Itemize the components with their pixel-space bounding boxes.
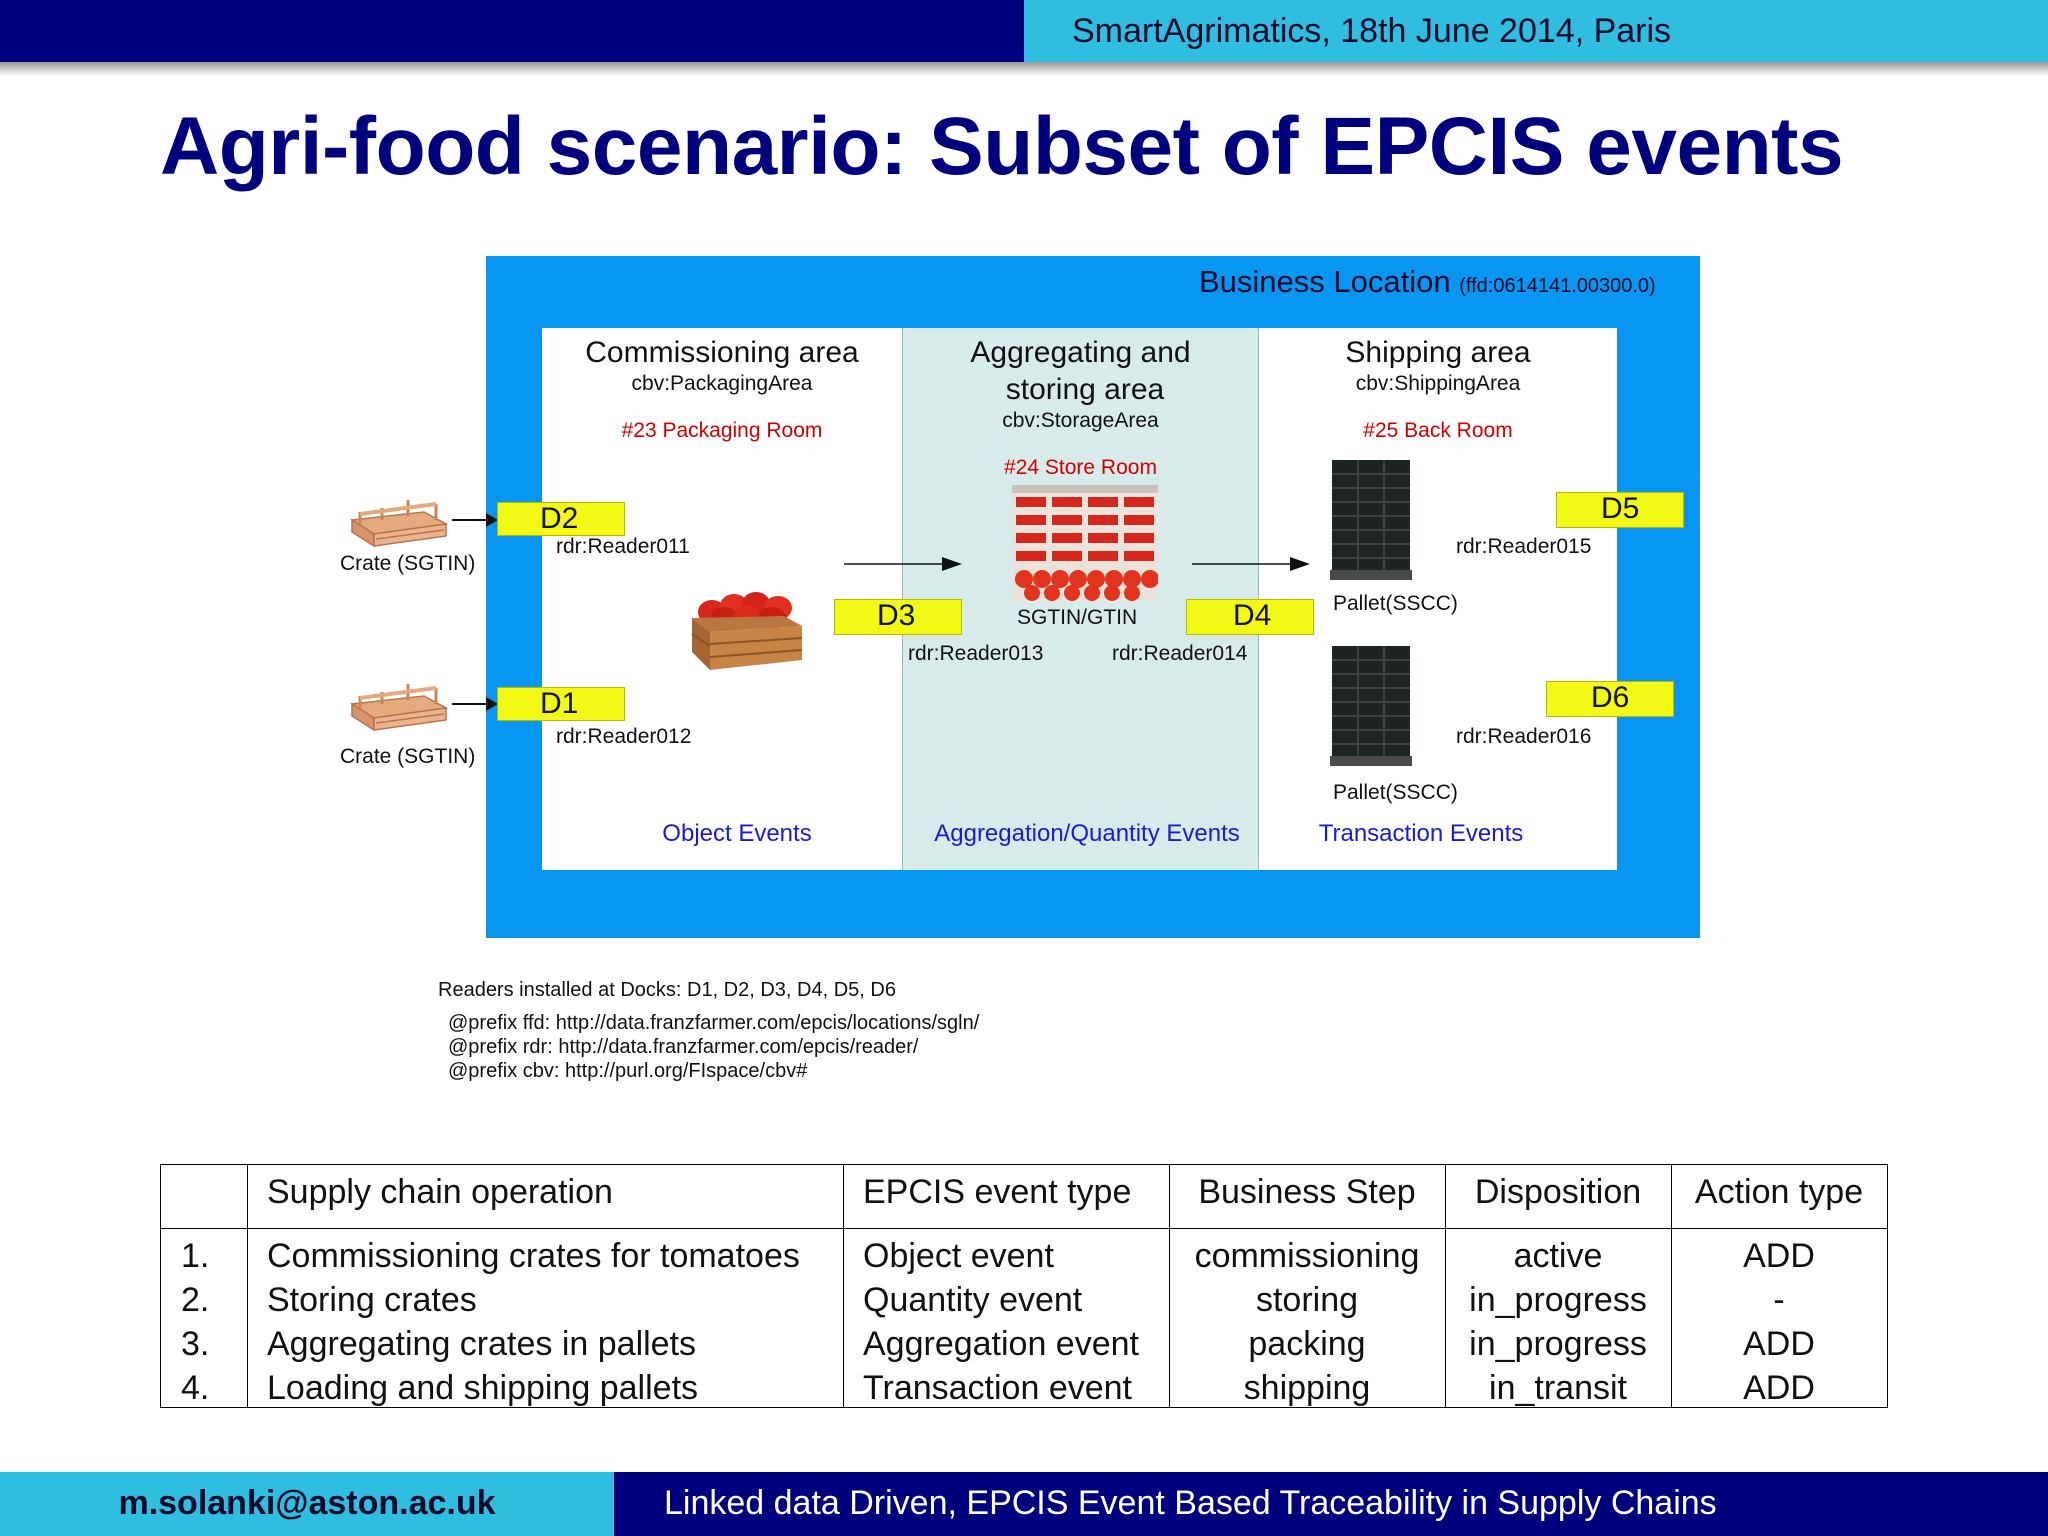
- pallet-icon: [1330, 460, 1412, 580]
- area-title-shipping: Shipping area: [1345, 336, 1531, 369]
- sgtin-gtin-label: SGTIN/GTIN: [1017, 606, 1138, 629]
- area-cbv-storage: cbv:StorageArea: [1002, 409, 1159, 432]
- dock-d2: D2: [497, 502, 625, 536]
- prefix-ffd: @prefix ffd: http://data.franzfarmer.com…: [448, 1012, 980, 1034]
- table-divider: [247, 1165, 248, 1407]
- shipping-area: [1259, 328, 1617, 870]
- table-header-divider: [161, 1228, 1887, 1229]
- events-transaction: Transaction Events: [1318, 820, 1524, 847]
- row-action-type: ADD: [1743, 1325, 1815, 1363]
- header-bar-left: [0, 0, 1024, 62]
- store-room-photo: [1012, 485, 1158, 601]
- dock-d6: D6: [1546, 681, 1674, 717]
- crate-label-top: Crate (SGTIN): [340, 552, 476, 575]
- row-event-type: Object event: [863, 1237, 1054, 1275]
- footer-left: m.solanki@aston.ac.uk: [0, 1472, 614, 1536]
- events-object: Object Events: [662, 820, 812, 847]
- row-event-type: Transaction event: [863, 1369, 1132, 1407]
- row-disposition: in_progress: [1469, 1325, 1647, 1363]
- row-operation: Commissioning crates for tomatoes: [267, 1237, 800, 1275]
- event-info: SmartAgrimatics, 18th June 2014, Paris: [1072, 12, 1672, 50]
- crate-label-bottom: Crate (SGTIN): [340, 745, 476, 768]
- row-business-step: storing: [1255, 1281, 1359, 1319]
- pallet-label-bottom: Pallet(SSCC): [1333, 781, 1458, 804]
- arrow-icon: [844, 557, 962, 571]
- col-header-business-step: Business Step: [1198, 1173, 1416, 1211]
- dock-d4: D4: [1186, 599, 1314, 635]
- area-title-commissioning: Commissioning area: [585, 336, 859, 369]
- row-operation: Aggregating crates in pallets: [267, 1325, 697, 1363]
- header-shadow: [0, 62, 2048, 76]
- row-number: 2.: [181, 1281, 210, 1319]
- arrow-icon: [452, 697, 498, 711]
- reader-011: rdr:Reader011: [556, 535, 690, 558]
- readers-note: Readers installed at Docks: D1, D2, D3, …: [438, 979, 896, 1001]
- room-23: #23 Packaging Room: [621, 419, 823, 442]
- row-action-type: -: [1773, 1281, 1785, 1319]
- header-bar-right: SmartAgrimatics, 18th June 2014, Paris: [1024, 0, 2048, 62]
- area-cbv-shipping: cbv:ShippingArea: [1355, 372, 1521, 395]
- dock-d5: D5: [1556, 492, 1684, 528]
- pallet-icon: [1330, 646, 1412, 766]
- row-disposition: in_progress: [1469, 1281, 1647, 1319]
- crate-icon: [349, 684, 449, 732]
- row-number: 4.: [181, 1369, 210, 1407]
- row-number: 3.: [181, 1325, 210, 1363]
- pallet-label-top: Pallet(SSCC): [1333, 592, 1458, 615]
- row-operation: Storing crates: [267, 1281, 477, 1319]
- row-event-type: Aggregation event: [863, 1325, 1139, 1363]
- business-location-id: (ffd:0614141.00300.0): [1459, 275, 1656, 297]
- col-header-operation: Supply chain operation: [267, 1173, 613, 1211]
- crate-icon: [349, 500, 449, 548]
- footer-right: Linked data Driven, EPCIS Event Based Tr…: [614, 1472, 2048, 1536]
- reader-012: rdr:Reader012: [556, 725, 692, 748]
- reader-013: rdr:Reader013: [908, 642, 1044, 665]
- table-divider: [843, 1165, 844, 1407]
- room-24: #24 Store Room: [1004, 456, 1157, 479]
- epcis-events-table: Supply chain operation EPCIS event type …: [160, 1164, 1888, 1408]
- row-action-type: ADD: [1743, 1369, 1815, 1407]
- room-25: #25 Back Room: [1363, 419, 1513, 442]
- area-title-aggregating-2: storing area: [1005, 373, 1165, 406]
- dock-d3: D3: [834, 599, 962, 635]
- tomato-crate-icon: [691, 592, 803, 670]
- col-header-action-type: Action type: [1694, 1173, 1864, 1211]
- row-disposition: in_transit: [1489, 1369, 1627, 1407]
- col-header-event-type: EPCIS event type: [863, 1173, 1132, 1211]
- talk-title: Linked data Driven, EPCIS Event Based Tr…: [664, 1484, 1717, 1522]
- row-operation: Loading and shipping pallets: [267, 1369, 699, 1407]
- slide-title: Agri-food scenario: Subset of EPCIS even…: [160, 101, 1844, 192]
- prefix-cbv: @prefix cbv: http://purl.org/FIspace/cbv…: [448, 1060, 808, 1082]
- row-business-step: packing: [1248, 1325, 1366, 1363]
- row-number: 1.: [181, 1237, 210, 1275]
- row-event-type: Quantity event: [863, 1281, 1083, 1319]
- reader-016: rdr:Reader016: [1456, 725, 1592, 748]
- row-business-step: commissioning: [1194, 1237, 1420, 1275]
- row-business-step: shipping: [1243, 1369, 1371, 1407]
- row-disposition: active: [1513, 1237, 1603, 1275]
- table-divider: [1671, 1165, 1672, 1407]
- col-header-disposition: Disposition: [1474, 1173, 1642, 1211]
- area-title-aggregating-1: Aggregating and: [970, 336, 1191, 369]
- reader-014: rdr:Reader014: [1112, 642, 1248, 665]
- prefix-rdr: @prefix rdr: http://data.franzfarmer.com…: [448, 1036, 919, 1058]
- arrow-icon: [1192, 557, 1310, 571]
- table-divider: [1445, 1165, 1446, 1407]
- table-divider: [1169, 1165, 1170, 1407]
- dock-d1: D1: [497, 687, 625, 721]
- area-cbv-packaging: cbv:PackagingArea: [631, 372, 813, 395]
- arrow-icon: [452, 513, 498, 527]
- business-location-title: Business Location: [1199, 264, 1451, 299]
- business-location-label: Business Location (ffd:0614141.00300.0): [1199, 264, 1656, 300]
- reader-015: rdr:Reader015: [1456, 535, 1592, 558]
- events-aggregation-quantity: Aggregation/Quantity Events: [934, 820, 1240, 847]
- author-email: m.solanki@aston.ac.uk: [118, 1484, 496, 1522]
- row-action-type: ADD: [1743, 1237, 1815, 1275]
